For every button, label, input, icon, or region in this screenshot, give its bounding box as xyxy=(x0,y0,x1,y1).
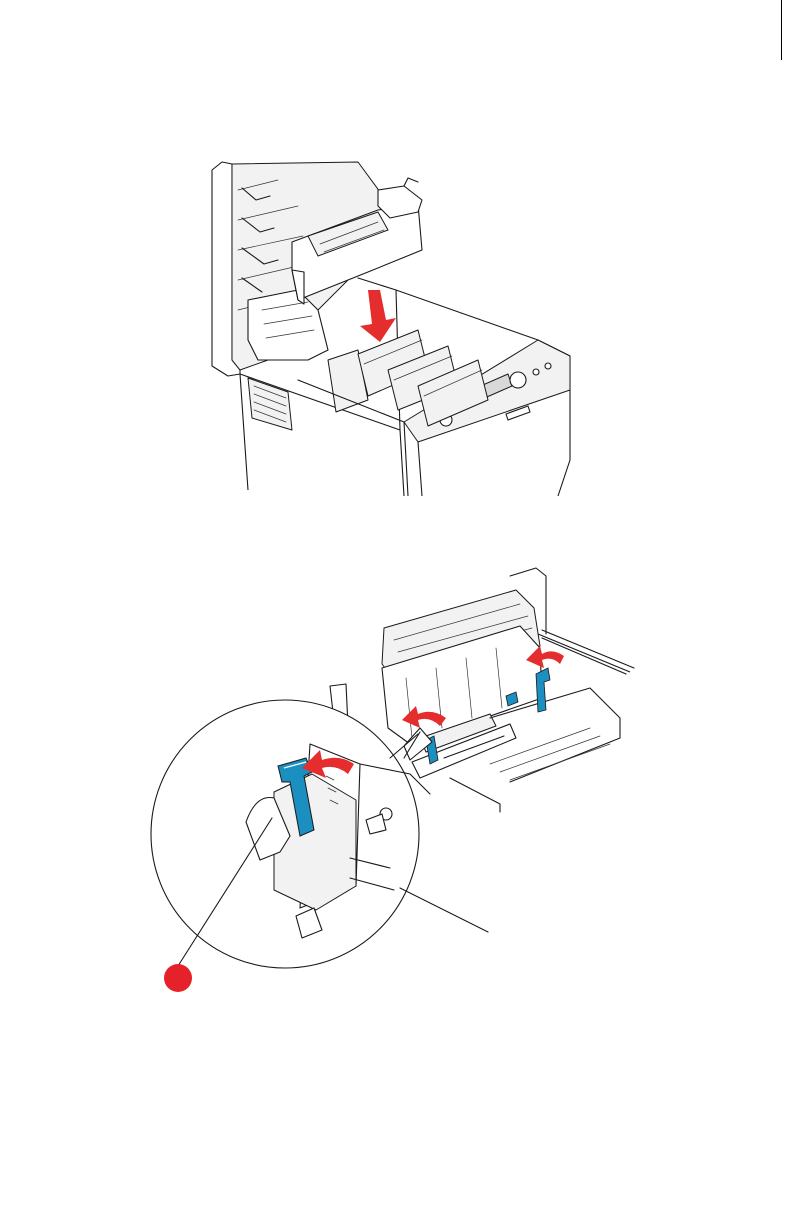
fuser-lock-illustration xyxy=(150,568,640,998)
down-arrow-icon xyxy=(360,290,396,342)
page-edge-rule xyxy=(781,0,782,60)
printer-open-top-cover-icon xyxy=(212,162,570,496)
fuser-insert-illustration xyxy=(208,160,580,496)
